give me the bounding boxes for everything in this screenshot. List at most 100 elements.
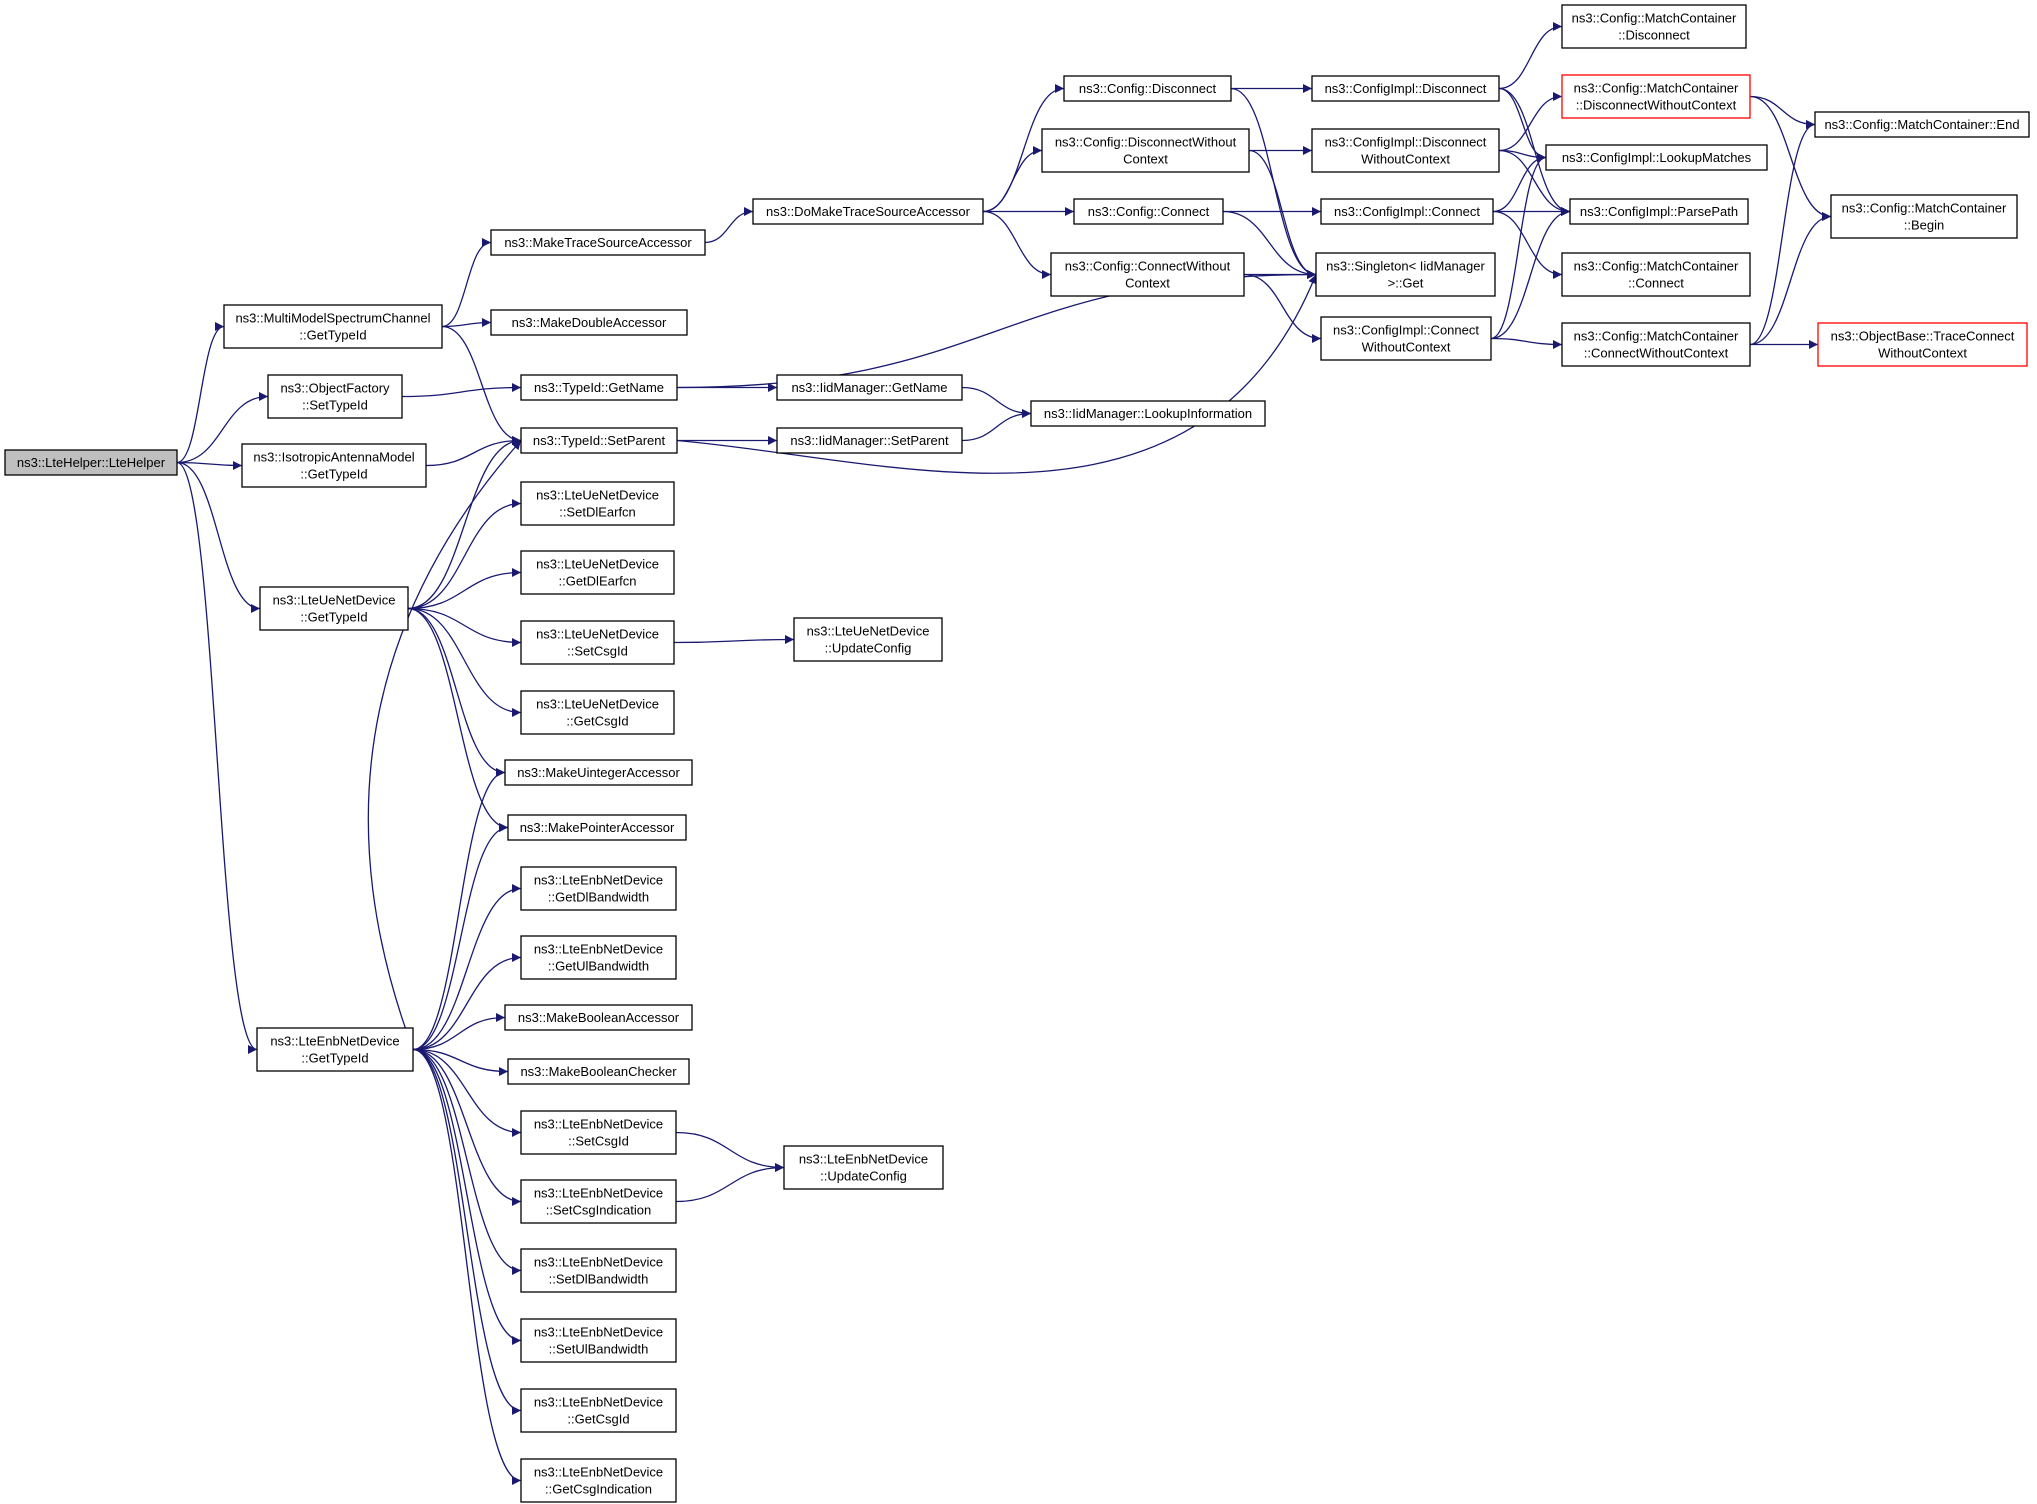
node-label: ::SetTypeId — [302, 398, 368, 413]
node-box — [520, 1179, 677, 1224]
node-label: ns3::IidManager::GetName — [791, 380, 947, 395]
edge-n35-to-n40 — [1243, 273, 1322, 343]
node-n14[interactable]: ns3::MakeUintegerAccessor — [504, 759, 693, 786]
edge-n1-to-n9 — [441, 325, 522, 445]
node-n30[interactable]: ns3::LteUeNetDevice::UpdateConfig — [793, 617, 943, 662]
node-n18[interactable]: ns3::MakeBooleanAccessor — [504, 1004, 693, 1031]
node-n5[interactable]: ns3::LteEnbNetDevice::GetTypeId — [256, 1027, 414, 1072]
node-n22[interactable]: ns3::LteEnbNetDevice::SetDlBandwidth — [520, 1248, 677, 1293]
node-n3[interactable]: ns3::IsotropicAntennaModel::GetTypeId — [241, 443, 427, 488]
node-n34[interactable]: ns3::Config::Connect — [1073, 198, 1224, 225]
node-n39[interactable]: ns3::ConfigImpl::Connect — [1320, 198, 1494, 225]
node-box — [520, 550, 675, 595]
node-n23[interactable]: ns3::LteEnbNetDevice::SetUlBandwidth — [520, 1318, 677, 1363]
edge-n6-to-n26 — [704, 207, 754, 244]
node-n6[interactable]: ns3::MakeTraceSourceAccessor — [490, 229, 706, 256]
node-n25[interactable]: ns3::LteEnbNetDevice::GetCsgIndication — [520, 1458, 677, 1503]
node-box — [223, 304, 443, 349]
edge-n46-to-n47 — [1749, 120, 1816, 346]
edge-n12-to-n30 — [673, 635, 795, 645]
node-label: ::GetDlBandwidth — [548, 890, 649, 905]
node-n37[interactable]: ns3::ConfigImpl::Disconnect — [1311, 75, 1500, 102]
node-n28[interactable]: ns3::IidManager::SetParent — [776, 427, 963, 454]
edge-n5-to-n24 — [412, 1048, 522, 1415]
node-label: ns3::MakeBooleanAccessor — [518, 1010, 680, 1025]
node-n13[interactable]: ns3::LteUeNetDevice::GetCsgId — [520, 690, 675, 735]
node-n10[interactable]: ns3::LteUeNetDevice::SetDlEarfcn — [520, 481, 675, 526]
node-label: ::SetCsgIndication — [546, 1203, 652, 1218]
node-box — [1561, 74, 1751, 119]
node-n27[interactable]: ns3::IidManager::GetName — [776, 374, 963, 401]
node-n29[interactable]: ns3::IidManager::LookupInformation — [1030, 400, 1266, 427]
node-label: ns3::ObjectFactory — [280, 381, 390, 396]
node-n0[interactable]: ns3::LteHelper::LteHelper — [4, 449, 178, 476]
node-label: ns3::LteUeNetDevice — [273, 593, 396, 608]
node-n11[interactable]: ns3::LteUeNetDevice::GetDlEarfcn — [520, 550, 675, 595]
node-n46[interactable]: ns3::Config::MatchContainer::ConnectWith… — [1561, 322, 1751, 367]
node-box — [507, 814, 687, 841]
node-label: ns3::LteEnbNetDevice — [534, 942, 663, 957]
node-n33[interactable]: ns3::Config::DisconnectWithoutContext — [1041, 128, 1250, 173]
node-n45[interactable]: ns3::Config::MatchContainer::Connect — [1561, 252, 1751, 297]
edge-n5-to-n19 — [412, 1048, 509, 1076]
node-box — [793, 617, 943, 662]
node-n44[interactable]: ns3::ConfigImpl::ParsePath — [1569, 198, 1749, 225]
node-n48[interactable]: ns3::Config::MatchContainer::Begin — [1830, 194, 2018, 239]
node-label: ns3::LteEnbNetDevice — [534, 1117, 663, 1132]
node-box — [520, 1458, 677, 1503]
node-label: ::Begin — [1904, 218, 1944, 233]
node-n20[interactable]: ns3::LteEnbNetDevice::SetCsgId — [520, 1110, 677, 1155]
node-n8[interactable]: ns3::TypeId::GetName — [520, 374, 678, 401]
node-n4[interactable]: ns3::LteUeNetDevice::GetTypeId — [259, 586, 409, 631]
node-box — [1561, 4, 1747, 49]
node-n9[interactable]: ns3::TypeId::SetParent — [520, 427, 678, 454]
node-n15[interactable]: ns3::MakePointerAccessor — [507, 814, 687, 841]
node-n24[interactable]: ns3::LteEnbNetDevice::GetCsgId — [520, 1388, 677, 1433]
node-label: ns3::ConfigImpl::Disconnect — [1325, 81, 1487, 96]
node-n12[interactable]: ns3::LteUeNetDevice::SetCsgId — [520, 620, 675, 665]
edge-n2-to-n8 — [401, 383, 522, 398]
node-n19[interactable]: ns3::MakeBooleanChecker — [507, 1058, 690, 1085]
node-n16[interactable]: ns3::LteEnbNetDevice::GetDlBandwidth — [520, 866, 677, 911]
node-label: ns3::TypeId::SetParent — [533, 433, 666, 448]
node-label: ns3::IidManager::LookupInformation — [1044, 406, 1252, 421]
node-n1[interactable]: ns3::MultiModelSpectrumChannel::GetTypeI… — [223, 304, 443, 349]
node-box — [520, 481, 675, 526]
node-label: ns3::MakePointerAccessor — [520, 820, 675, 835]
node-box — [520, 1318, 677, 1363]
node-n35[interactable]: ns3::Config::ConnectWithoutContext — [1050, 252, 1245, 297]
node-label: ::GetTypeId — [301, 1051, 368, 1066]
node-label: ::GetCsgId — [566, 714, 628, 729]
node-n41[interactable]: ns3::Config::MatchContainer::Disconnect — [1561, 4, 1747, 49]
node-label: ns3::LteUeNetDevice — [536, 488, 659, 503]
node-n17[interactable]: ns3::LteEnbNetDevice::GetUlBandwidth — [520, 935, 677, 980]
node-label: >::Get — [1388, 276, 1424, 291]
node-box — [520, 374, 678, 401]
node-n21[interactable]: ns3::LteEnbNetDevice::SetCsgIndication — [520, 1179, 677, 1224]
node-box — [504, 759, 693, 786]
node-label: ::GetTypeId — [299, 328, 366, 343]
node-n2[interactable]: ns3::ObjectFactory::SetTypeId — [267, 374, 403, 419]
node-box — [1569, 198, 1749, 225]
node-n38[interactable]: ns3::ConfigImpl::DisconnectWithoutContex… — [1311, 128, 1500, 173]
node-n26[interactable]: ns3::DoMakeTraceSourceAccessor — [752, 198, 984, 225]
node-n7[interactable]: ns3::MakeDoubleAccessor — [490, 309, 688, 336]
node-n43[interactable]: ns3::ConfigImpl::LookupMatches — [1545, 144, 1768, 171]
node-n42[interactable]: ns3::Config::MatchContainer::DisconnectW… — [1561, 74, 1751, 119]
node-box — [776, 427, 963, 454]
node-n47[interactable]: ns3::Config::MatchContainer::End — [1814, 111, 2030, 138]
node-n31[interactable]: ns3::LteEnbNetDevice::UpdateConfig — [783, 1145, 944, 1190]
node-label: ns3::MultiModelSpectrumChannel — [235, 311, 430, 326]
node-box — [776, 374, 963, 401]
node-box — [520, 866, 677, 911]
node-box — [490, 229, 706, 256]
node-n40[interactable]: ns3::ConfigImpl::ConnectWithoutContext — [1320, 316, 1492, 361]
node-label: ns3::Config::MatchContainer — [1842, 201, 2007, 216]
node-n49[interactable]: ns3::ObjectBase::TraceConnectWithoutCont… — [1817, 322, 2028, 367]
node-n32[interactable]: ns3::Config::Disconnect — [1063, 75, 1232, 102]
node-n36[interactable]: ns3::Singleton< IidManager >::Get — [1315, 252, 1496, 297]
edges-layer — [176, 22, 1832, 1485]
node-label: ns3::MakeTraceSourceAccessor — [504, 235, 692, 250]
edge-n38-to-n44 — [1498, 149, 1571, 216]
